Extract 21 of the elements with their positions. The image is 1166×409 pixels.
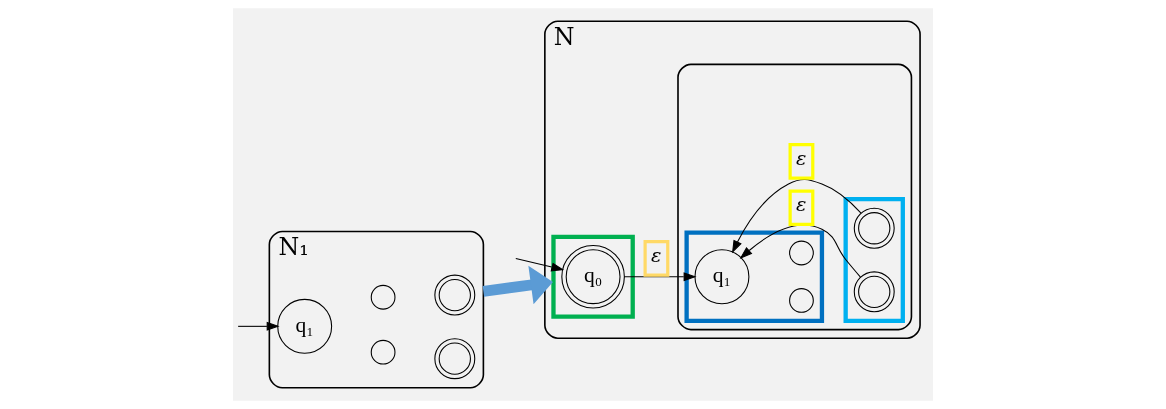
- node-circle: [789, 288, 814, 313]
- arrow: [739, 224, 861, 278]
- node-circle: [370, 339, 396, 365]
- edge-label: ε: [796, 147, 807, 171]
- node-circle: q₁: [694, 249, 750, 305]
- cluster: [677, 63, 913, 331]
- arrow: [482, 265, 553, 305]
- edge-label: ε: [796, 193, 807, 217]
- edge-label: ε: [651, 244, 662, 268]
- arrow: [237, 321, 280, 331]
- node-circle: [789, 240, 814, 266]
- node-circle: [370, 284, 396, 310]
- node-doublecircle: [853, 271, 895, 313]
- node-circle: q₁: [277, 298, 333, 354]
- node-doublecircle: [434, 274, 476, 316]
- node-circle: q₀: [561, 244, 625, 309]
- node-doublecircle: [853, 207, 895, 249]
- cluster: [843, 196, 905, 324]
- arrow: [515, 257, 565, 272]
- arrow: [732, 178, 862, 254]
- node-doublecircle: [434, 338, 476, 380]
